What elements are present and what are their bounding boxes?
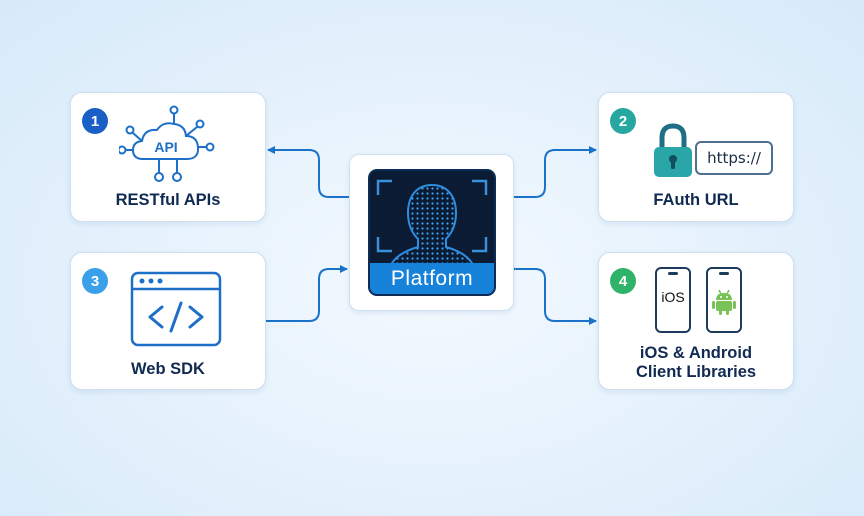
restful-apis-card: 1 API RESTful APIs xyxy=(70,92,266,222)
mobile-libraries-label-line1: iOS & Android xyxy=(639,344,753,362)
web-sdk-card: 3 Web SDK xyxy=(70,252,266,390)
step-badge-4: 4 xyxy=(610,268,636,294)
face-scan-icon xyxy=(376,179,488,267)
fauth-url-label: FAuth URL xyxy=(653,191,739,209)
fauth-url-card: 2 https:// FAuth URL xyxy=(598,92,794,222)
android-phone-icon xyxy=(706,267,742,333)
arrow-platform-to-restful xyxy=(267,146,349,198)
step-badge-2: 2 xyxy=(610,108,636,134)
url-field-icon: https:// xyxy=(695,141,773,175)
platform-title: Platform xyxy=(370,263,494,294)
step-badge-3: 3 xyxy=(82,268,108,294)
restful-apis-label: RESTful APIs xyxy=(115,191,221,209)
url-text: https:// xyxy=(707,149,761,167)
mobile-libraries-label-line2: Client Libraries xyxy=(635,363,757,381)
step-badge-1: 1 xyxy=(82,108,108,134)
code-window-icon xyxy=(130,271,222,347)
android-robot-icon xyxy=(712,289,736,315)
arrow-platform-to-fauth xyxy=(514,146,597,198)
web-sdk-label: Web SDK xyxy=(131,360,205,378)
platform-card: Platform xyxy=(349,154,514,311)
phone-notch xyxy=(719,272,729,275)
phone-notch xyxy=(668,272,678,275)
ios-phone-icon: iOS xyxy=(655,267,691,333)
lock-icon xyxy=(654,123,692,177)
arrow-websdk-to-platform xyxy=(266,265,348,322)
platform-face-scan-screen: Platform xyxy=(368,169,496,296)
api-cloud-icon: API xyxy=(119,105,215,182)
ios-phone-text: iOS xyxy=(661,289,685,305)
face-silhouette xyxy=(388,183,476,267)
mobile-libraries-card: 4 iOS iOS & Android Client Libraries xyxy=(598,252,794,390)
arrow-mobile-platform-bidirectional xyxy=(509,265,597,325)
api-icon-text: API xyxy=(154,139,177,155)
